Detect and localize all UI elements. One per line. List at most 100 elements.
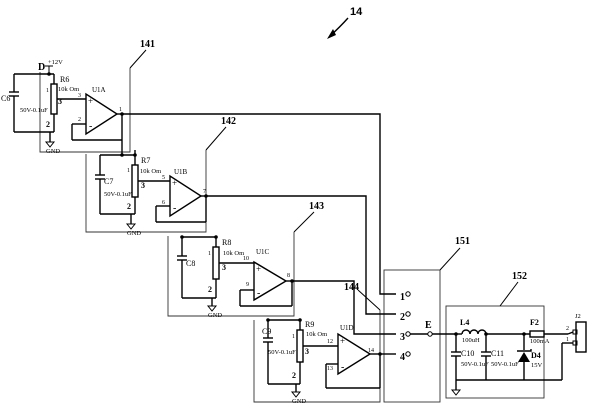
block-152: 152 [445, 271, 545, 399]
cap-c9-value: 50V-0.1uF [268, 349, 296, 356]
pot-r9-pin-3: 3 [305, 347, 309, 356]
connector-j2-name: J2 [575, 313, 581, 320]
opamp-u1d-plus: + [340, 336, 345, 346]
pot-r6-pin-1: 1 [46, 88, 49, 94]
switch-pos-3 [405, 331, 411, 337]
pot-r6-value: 10k Om [58, 86, 79, 93]
cap-c9-name: C9 [262, 327, 271, 336]
zener-d4-name: D4 [531, 351, 541, 360]
block-label-144: 144 [344, 282, 359, 293]
opamp-u1d [337, 332, 372, 376]
switch-common-label: E [425, 320, 432, 331]
block-151: 151 [383, 236, 470, 403]
cap-c11-value: 50V-0.1uF [491, 361, 519, 368]
pot-r6 [50, 83, 58, 115]
switch-pos-2 [405, 311, 411, 317]
switch-label-1: 1 [400, 292, 405, 303]
pot-r6-pin-2: 2 [46, 120, 50, 129]
switch-label-2: 2 [400, 312, 405, 323]
pot-r8 [212, 246, 220, 280]
cap-c6-name: C6 [1, 94, 10, 103]
gnd-2: GND [127, 230, 141, 237]
connector-pin-2: 2 [566, 326, 569, 332]
figure-number: 14 [350, 6, 363, 18]
opamp-u1d-pin-minus: 13 [327, 366, 333, 372]
block-143: 143 [167, 201, 324, 317]
opamp-u1c-minus: - [257, 288, 260, 299]
switch-pos-4 [405, 351, 411, 357]
connector-j2: J2 2 1 [524, 313, 587, 381]
figure-arrow [327, 17, 349, 39]
pot-r6-pin-3: 3 [58, 97, 62, 106]
block-label-142: 142 [221, 116, 236, 127]
connector-pin-1: 1 [566, 337, 569, 343]
inductor-l4-name: L4 [460, 318, 469, 327]
pot-r7-pin-3: 3 [141, 181, 145, 190]
pot-r8-name: R8 [222, 238, 231, 247]
fuse-f2-name: F2 [530, 318, 539, 327]
zener-d4-value: 15V [531, 362, 543, 369]
stage-u1d: C9 50V-0.1uF R9 10k Om 1 3 2 GND U1D + -… [262, 318, 382, 405]
pot-r8-pin-3: 3 [222, 263, 226, 272]
opamp-u1a-plus: + [88, 96, 93, 106]
output-bus [122, 113, 396, 355]
fuse-f2-value: 100mA [530, 338, 550, 345]
switch-label-4: 4 [400, 352, 405, 363]
switch-common [427, 331, 433, 337]
opamp-u1c-pin-minus: 9 [246, 282, 249, 288]
cap-c10-name: C10 [461, 349, 474, 358]
pot-r7-pin-1: 1 [127, 168, 130, 174]
opamp-u1b-plus: + [172, 178, 177, 188]
pot-r7-name: R7 [141, 156, 150, 165]
opamp-u1a [85, 92, 119, 136]
pot-r8-value: 10k Om [223, 250, 244, 257]
opamp-u1c-label: U1C [256, 248, 270, 256]
block-label-143: 143 [309, 201, 324, 212]
block-label-141: 141 [140, 39, 155, 50]
opamp-u1d-label: U1D [340, 324, 354, 332]
pot-r8-pin-1: 1 [208, 251, 211, 257]
opamp-u1a-pin-out: 1 [119, 107, 122, 113]
cap-c7-name: C7 [104, 177, 113, 186]
pot-r7-pin-2: 2 [127, 202, 131, 211]
gnd-4: GND [292, 398, 306, 405]
opamp-u1b-label: U1B [174, 168, 188, 176]
cap-c11-name: C11 [491, 349, 504, 358]
filter-block: L4 100uH C10 50V-0.1uF C11 50V-0.1uF D4 … [450, 318, 568, 396]
gnd-1: GND [46, 148, 60, 155]
gnd-3: GND [208, 312, 222, 319]
switch-label-3: 3 [400, 332, 405, 343]
opamp-u1d-minus: - [341, 362, 344, 373]
pot-r9 [296, 329, 304, 363]
stage-u1a: D +12V C6 50V-0.1uF R6 10k Om 1 3 2 GND … [1, 59, 124, 155]
pot-r7-value: 10k Om [140, 168, 161, 175]
pot-r9-value: 10k Om [306, 331, 327, 338]
fuse-f2 [529, 330, 545, 338]
opamp-u1c-plus: + [256, 264, 261, 274]
cap-c8-name: C8 [186, 259, 195, 268]
opamp-u1b-minus: - [173, 203, 176, 214]
inductor-l4-value: 100uH [462, 337, 480, 344]
pot-r7 [131, 164, 139, 198]
opamp-u1b-pin-out: 7 [203, 189, 206, 195]
opamp-u1c-pin-plus: 10 [243, 256, 249, 262]
cap-c6-value: 50V-0.1uF [20, 107, 48, 114]
node-d-label: D [38, 62, 45, 73]
cap-c10-value: 50V-0.1uF [461, 361, 489, 368]
block-142: 142 [85, 116, 236, 233]
pot-r9-pin-2: 2 [292, 371, 296, 380]
opamp-u1c-pin-out: 8 [287, 273, 290, 279]
opamp-u1b-pin-plus: 5 [162, 175, 165, 181]
inductor-l4 [461, 329, 487, 335]
opamp-u1c [253, 260, 288, 302]
opamp-u1b-pin-minus: 6 [162, 200, 165, 206]
opamp-u1a-pin-plus: 3 [78, 93, 81, 99]
selector-switch: 1 2 3 4 E [400, 291, 456, 363]
gnd-5 [450, 389, 462, 396]
opamp-u1a-pin-minus: 2 [78, 117, 81, 123]
switch-pos-1 [405, 291, 411, 297]
block-141: 141 [39, 39, 155, 153]
stage-u1b: C7 50V-0.1uF R7 10k Om 1 3 2 GND U1B + -… [95, 153, 208, 237]
